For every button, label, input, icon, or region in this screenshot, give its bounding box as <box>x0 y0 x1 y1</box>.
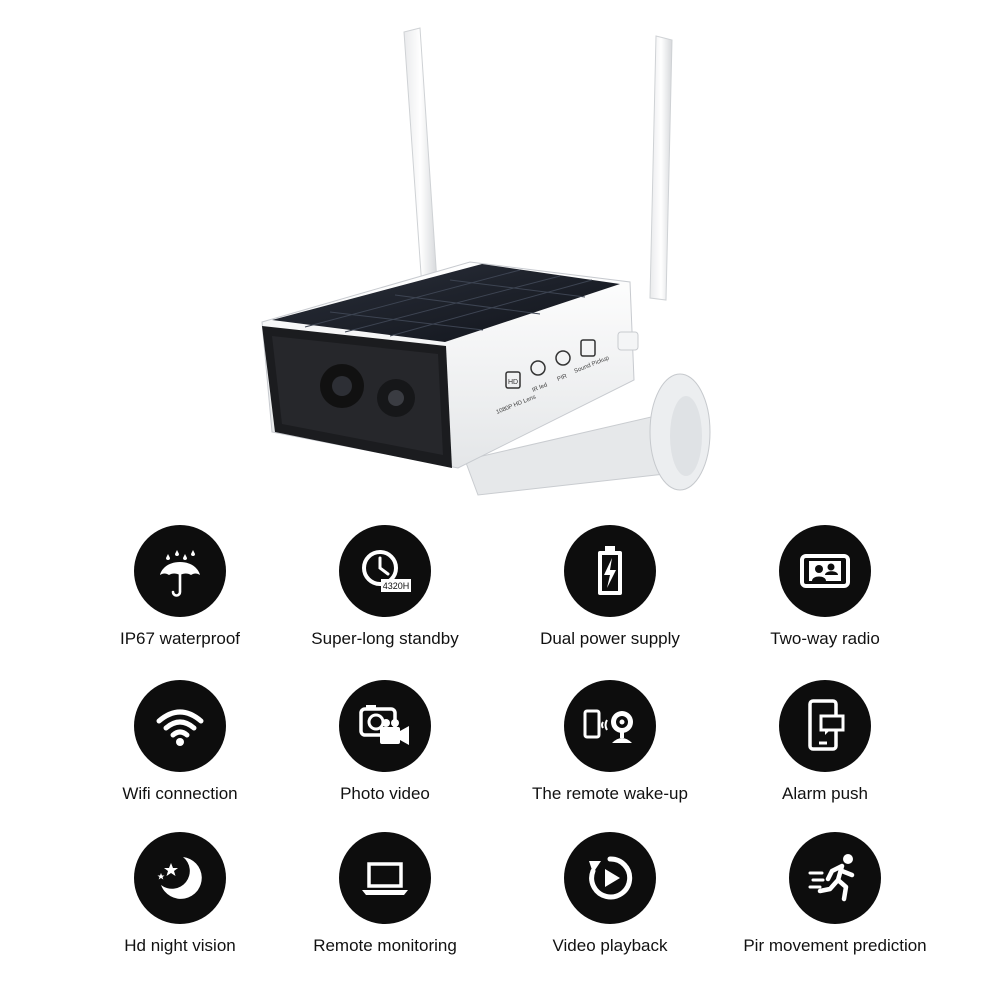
feature-label: Remote monitoring <box>313 936 457 955</box>
feature-photo-video: Photo video <box>265 680 505 804</box>
feature-super-long-standby: 4320H Super-long standby <box>265 525 505 649</box>
feature-label: Photo video <box>340 784 430 803</box>
clock-standby-icon: 4320H <box>339 525 431 617</box>
umbrella-rain-icon <box>134 525 226 617</box>
feature-hd-night-vision: Hd night vision <box>60 832 300 956</box>
feature-label: Pir movement prediction <box>743 936 927 955</box>
feature-alarm-push: Alarm push <box>705 680 945 804</box>
phone-video-call-icon <box>779 525 871 617</box>
replay-icon <box>564 832 656 924</box>
feature-label: Video playback <box>552 936 668 955</box>
feature-wifi-connection: Wifi connection <box>60 680 300 804</box>
battery-bolt-icon <box>564 525 656 617</box>
camera-video-icon <box>339 680 431 772</box>
antenna-left <box>403 27 438 289</box>
feature-remote-monitoring: Remote monitoring <box>265 832 505 956</box>
feature-label: Wifi connection <box>122 784 238 803</box>
ir-label: IR led <box>532 382 549 393</box>
feature-video-playback: Video playback <box>490 832 730 956</box>
phone-alert-icon <box>779 680 871 772</box>
feature-remote-wake-up: The remote wake-up <box>490 680 730 804</box>
feature-pir-movement-prediction: Pir movement prediction <box>715 832 955 956</box>
phone-webcam-wake-icon <box>564 680 656 772</box>
standby-badge: 4320H <box>383 581 410 591</box>
product-camera-image: HD 1080P HD Lens IR led PIR Sound Pickup <box>261 27 711 496</box>
moon-stars-icon <box>134 832 226 924</box>
feature-dual-power-supply: Dual power supply <box>490 525 730 649</box>
feature-ip67-waterproof: IP67 waterproof <box>60 525 300 649</box>
feature-two-way-radio: Two-way radio <box>705 525 945 649</box>
laptop-icon <box>339 832 431 924</box>
feature-label: Two-way radio <box>770 629 880 648</box>
feature-label: The remote wake-up <box>532 784 688 803</box>
antenna-right <box>649 35 673 301</box>
antenna-connector <box>617 331 639 351</box>
wall-bracket <box>464 373 711 496</box>
pir-label: PIR <box>557 373 569 383</box>
running-person-icon <box>789 832 881 924</box>
svg-text:HD: HD <box>508 379 518 386</box>
feature-label: IP67 waterproof <box>119 629 240 648</box>
feature-label: Alarm push <box>782 784 868 803</box>
wifi-icon <box>134 680 226 772</box>
camera-body <box>261 261 635 469</box>
feature-label: Hd night vision <box>124 936 236 955</box>
feature-label: Dual power supply <box>540 629 680 648</box>
feature-label: Super-long standby <box>311 629 459 648</box>
